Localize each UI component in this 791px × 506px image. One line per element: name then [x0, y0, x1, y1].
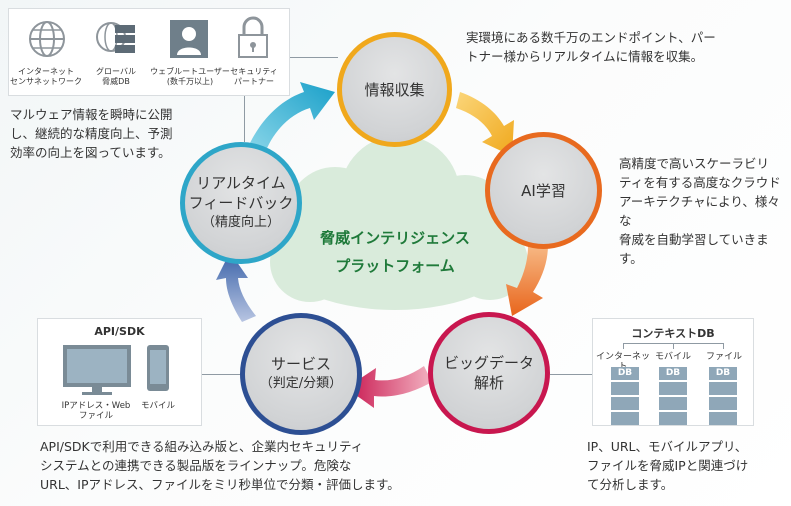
arrow-ai-to-bigdata [506, 245, 548, 316]
db-layer [659, 382, 687, 395]
bracket-right [723, 343, 724, 349]
source-label: セキュリティ パートナー [230, 67, 278, 86]
node-ai-label: AI学習 [521, 181, 566, 200]
db-layer [659, 412, 687, 425]
connector-api [200, 374, 240, 375]
arrow-service-to-feedback [216, 252, 256, 322]
db-text: DB [709, 367, 737, 380]
db-layer [709, 397, 737, 410]
platform-title: 脅威インテリジェンス プラットフォーム [320, 229, 470, 275]
node-collect-label: 情報収集 [364, 80, 425, 99]
db-layer [611, 382, 639, 395]
api-mobile-label: モバイル [140, 401, 175, 411]
connector-db [550, 374, 592, 375]
node-service-sub: （判定/分類） [259, 376, 343, 391]
db-text: DB [659, 367, 687, 380]
db-layer [709, 382, 737, 395]
node-feedback: リアルタイム フィードバック （精度向上） [180, 142, 302, 264]
connector-sources-down [244, 94, 245, 142]
source-label: グローバル 脅威DB [96, 67, 136, 86]
api-sdk-box: API/SDK IPアドレス・Web ファイル モバイル [37, 318, 202, 426]
global-db-icon [96, 22, 135, 53]
api-sdk-title: API/SDK [94, 325, 145, 338]
desc-feedback: マルウェア情報を瞬時に公開 し、継続的な精度向上、予測 効率の向上を図っています… [10, 107, 173, 160]
db-layer [659, 397, 687, 410]
desc-service: API/SDKで利用できる組み込み版と、企業内セキュリティ システムとの連携でき… [40, 439, 400, 492]
db-layer [611, 397, 639, 410]
mobile-icon [147, 345, 169, 391]
node-ai: AI学習 [485, 132, 602, 249]
user-icon [170, 20, 208, 58]
source-label: インターネット センサネットワーク [10, 67, 82, 86]
desc-collect: 実環境にある数千万のエンドポイント、パー トナー様からリアルタイムに情報を収集。 [466, 30, 716, 64]
api-pc-label: IPアドレス・Web ファイル [61, 401, 131, 421]
node-bigdata-label: ビッグデータ 解析 [443, 354, 534, 392]
context-db-item: モバイル [654, 352, 691, 362]
node-collect: 情報収集 [337, 32, 452, 147]
db-layer [709, 412, 737, 425]
desc-ai: 高精度で高いスケーラビリ ティを有する高度なクラウド アーキテクチャにより、様々… [619, 156, 781, 266]
arrow-bigdata-to-service [346, 366, 432, 408]
node-service-title: サービス [270, 355, 331, 373]
source-label: ウェブルートユーザー (数千万以上) [150, 67, 230, 86]
monitor-icon [63, 345, 131, 395]
sources-box: インターネット センサネットワーク グローバル 脅威DB ウェブルートユーザー … [8, 8, 290, 96]
db-text: DB [611, 367, 639, 380]
connector-sources [290, 57, 338, 58]
node-service: サービス （判定/分類） [240, 313, 362, 435]
platform-cloud [270, 135, 528, 310]
node-feedback-title: リアルタイム フィードバック [188, 174, 294, 212]
desc-bigdata: IP、URL、モバイルアプリ、 ファイルを脅威IPと関連づけ て分析します。 [587, 439, 749, 492]
db-stack-internet: DB [611, 367, 639, 425]
arrow-collect-to-ai [456, 92, 514, 156]
context-db-item: ファイル [705, 352, 742, 362]
node-bigdata: ビッグデータ 解析 [428, 312, 550, 434]
globe-icon [29, 21, 65, 57]
context-db-title: コンテキストDB [631, 327, 715, 340]
bracket-mid [673, 343, 674, 349]
db-stack-mobile: DB [659, 367, 687, 425]
db-stack-file: DB [709, 367, 737, 425]
lock-icon [238, 16, 268, 58]
bracket-left [623, 343, 624, 349]
arrow-feedback-to-collect [246, 82, 335, 156]
context-db-box: コンテキストDB インターネット モバイル ファイル DB DB DB [592, 318, 754, 426]
node-feedback-sub: （精度向上） [201, 215, 280, 230]
db-layer [611, 412, 639, 425]
